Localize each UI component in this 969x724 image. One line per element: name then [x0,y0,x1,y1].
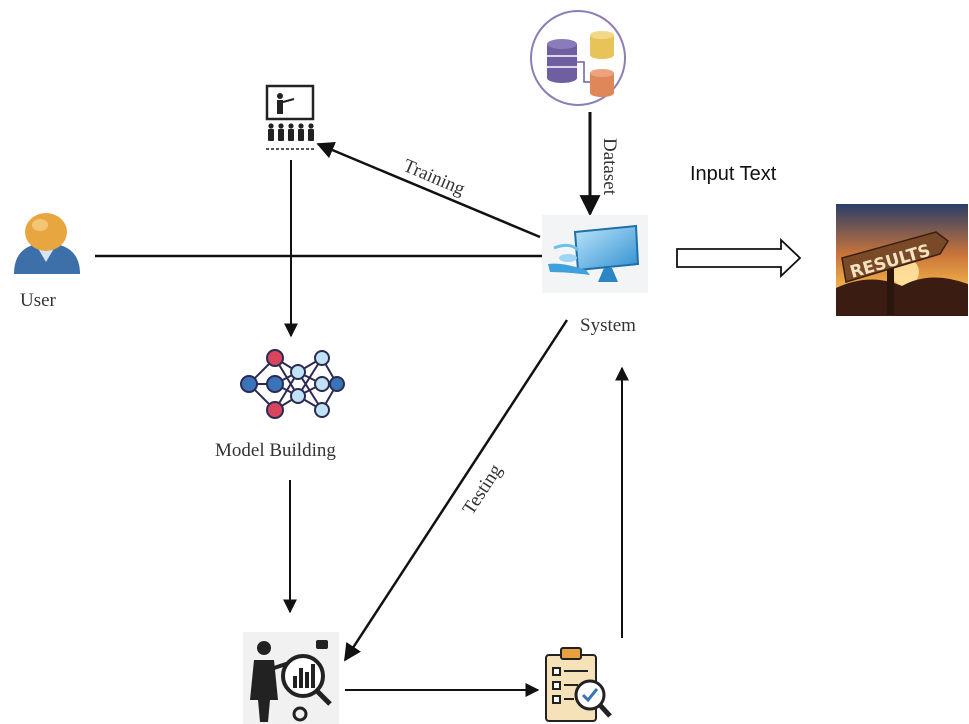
database-icon [530,10,626,106]
system-label: System [580,315,636,336]
model-building-label: Model Building [215,440,336,461]
clipboard-checklist-icon [545,647,612,722]
output-hollow-arrow [676,237,802,279]
user-icon [14,213,80,274]
training-presentation-icon [265,84,316,150]
neural-network-icon [240,349,345,419]
input-text-label: Input Text [690,163,777,185]
testing-arrow [343,319,569,662]
data-analysis-icon [243,632,339,724]
dataset-label: Dataset [599,138,620,196]
training-arrow [316,142,541,239]
testing-label: Testing [459,460,507,519]
results-signpost-icon: RESULTS [836,204,968,316]
computer-icon [542,215,648,293]
user-label: User [20,290,57,311]
